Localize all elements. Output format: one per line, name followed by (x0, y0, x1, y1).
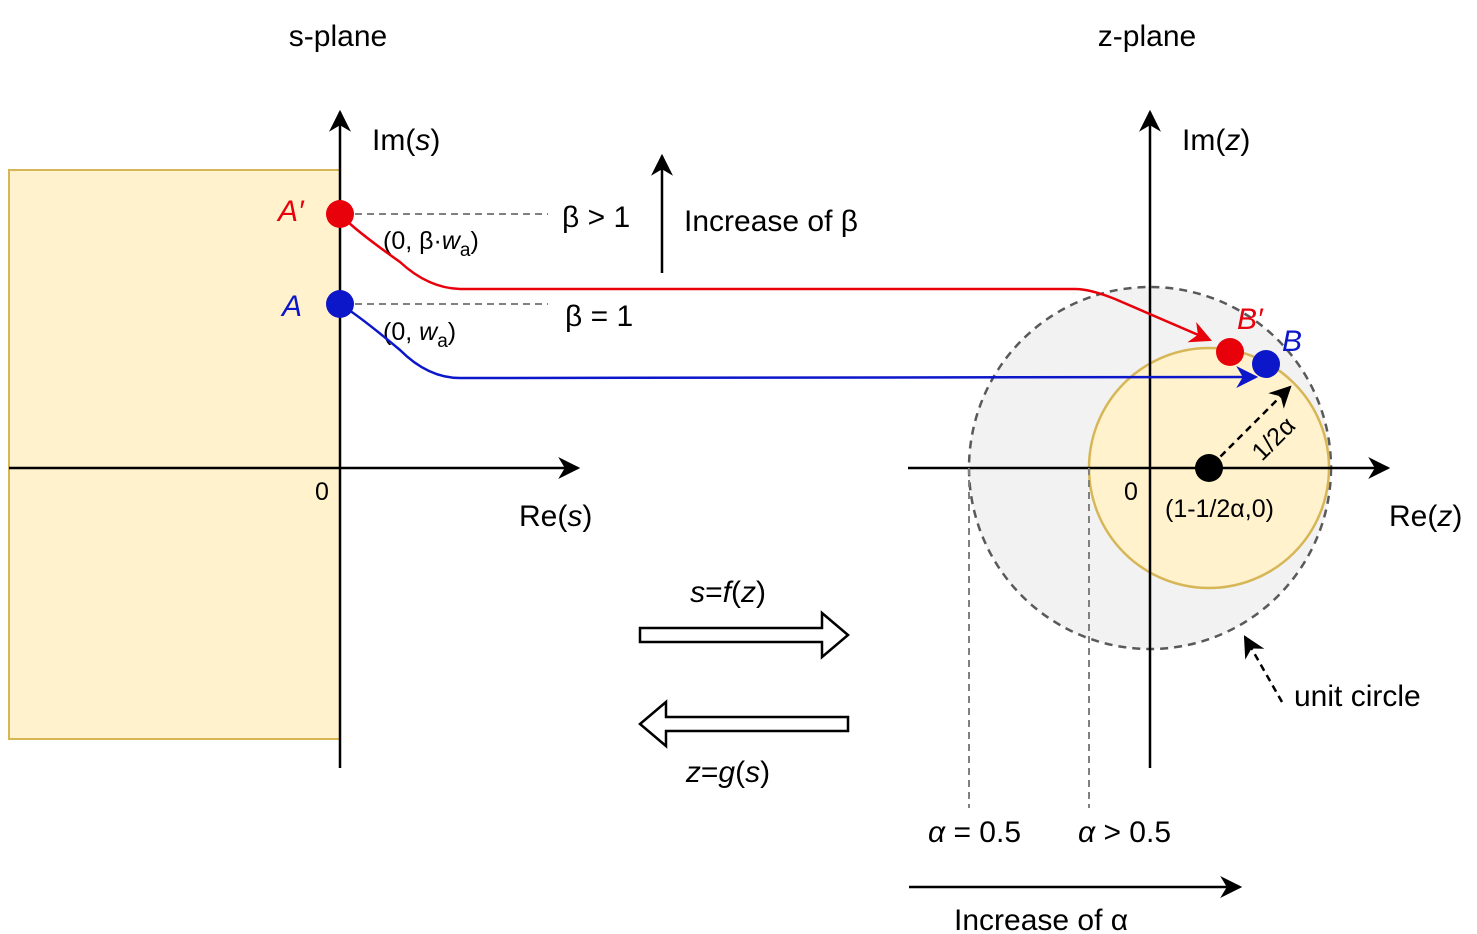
backward-map-arrow (638, 699, 850, 749)
increase-beta-label: Increase of β (684, 205, 858, 238)
alpha-gt-label: α > 0.5 (1078, 816, 1171, 849)
s-plane-group: s-plane Im(s) Re(s) 0 β > 1 β = 1 Increa… (8, 20, 858, 768)
backward-map-label: z=g(s) (685, 756, 770, 789)
point-a (326, 290, 354, 318)
point-a-label: A (280, 290, 302, 323)
point-b-label: B (1282, 325, 1302, 358)
disk-center-label: (1-1/2α,0) (1165, 495, 1274, 523)
z-imag-axis-label: Im(z) (1182, 124, 1250, 157)
unit-circle-label: unit circle (1294, 680, 1421, 713)
point-b (1252, 350, 1280, 378)
z-origin-label: 0 (1124, 478, 1138, 506)
alpha-eq-label: α = 0.5 (928, 816, 1021, 849)
z-plane-group: z-plane Im(z) Re(z) 0 (1-1/2α,0) 1/2α un… (908, 20, 1462, 934)
disk-center-point (1195, 454, 1223, 482)
a-prime-to-b-prime-curve (339, 213, 1213, 343)
left-half-plane-region (8, 169, 341, 740)
increase-alpha-label: Increase of α (954, 904, 1128, 934)
point-a-prime-label: A′ (276, 195, 305, 228)
point-a-prime (326, 200, 354, 228)
unit-circle-pointer (1243, 635, 1284, 703)
radius-arrow (1211, 385, 1292, 466)
forward-map-label: s=f(z) (690, 576, 766, 609)
z-real-axis-label: Re(z) (1389, 500, 1462, 533)
point-a-prime-coord: (0, β·wa) (383, 227, 479, 261)
point-b-prime-label: B′ (1237, 303, 1264, 336)
forward-map-arrow (638, 610, 850, 660)
point-b-prime (1216, 338, 1244, 366)
s-plane-title: s-plane (289, 20, 387, 53)
beta-gt-1-label: β > 1 (562, 201, 630, 234)
s-imag-axis-label: Im(s) (372, 124, 440, 157)
s-real-axis-label: Re(s) (519, 500, 592, 533)
mapping-group: s=f(z) z=g(s) (638, 576, 850, 789)
point-a-coord: (0, wa) (383, 318, 456, 352)
s-origin-label: 0 (315, 478, 329, 506)
beta-eq-1-label: β = 1 (565, 300, 633, 333)
a-to-b-curve (339, 302, 1259, 389)
z-plane-title: z-plane (1098, 20, 1196, 53)
